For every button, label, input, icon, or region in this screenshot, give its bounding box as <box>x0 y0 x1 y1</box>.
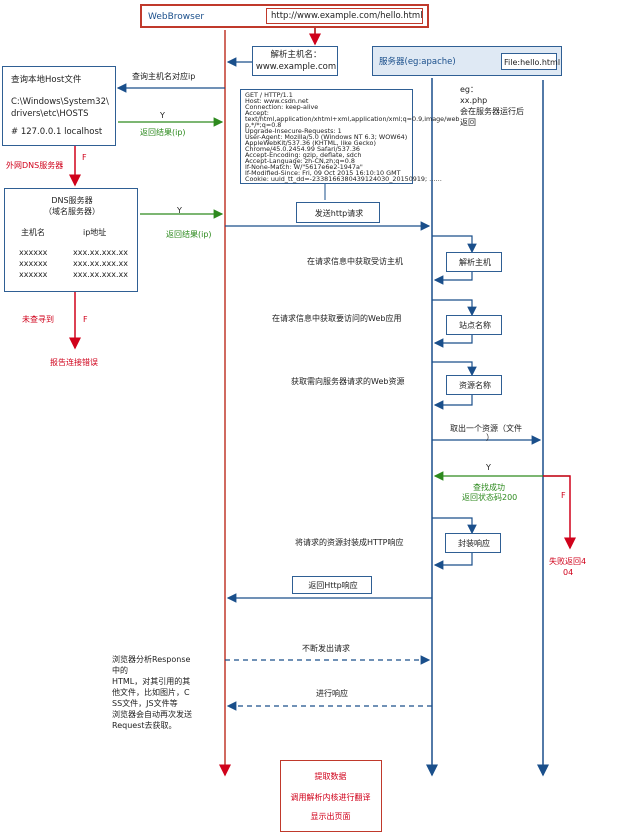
parse-host-step-box: 解析主机 <box>446 252 502 272</box>
step-res-text: 获取需向服务器请求的Web资源 <box>291 377 405 386</box>
parse-host-line2: www.example.com <box>255 62 337 72</box>
http-request-line: GET / HTTP/1.1 <box>245 91 293 99</box>
site-name-box: 站点名称 <box>446 315 502 335</box>
parse-host-box: 解析主机名： www.example.com <box>252 46 338 76</box>
webbrowser-box: WebBrowser http://www.example.com/hello.… <box>140 4 429 28</box>
resource-name-label: 资源名称 <box>459 381 491 390</box>
y-label-3: Y <box>486 463 491 472</box>
report-error-label: 报告连接错误 <box>50 358 98 367</box>
step-app-text: 在请求信息中获取要访问的Web应用 <box>272 314 402 323</box>
dns-title1: DNS服务器 <box>51 196 93 205</box>
server-note-2: xx.php <box>460 96 488 105</box>
file-box: File:hello.html <box>501 53 561 70</box>
http-request-line: text/html,application/xhtml+xml,applicat… <box>245 115 460 123</box>
browser-note-line: 浏览器会自动再次发送 <box>112 710 192 719</box>
http-request-line: Connection: keep-alive <box>245 103 319 111</box>
http-request-line: AppleWebKit/537.36 (KHTML, like Gecko) <box>245 139 376 147</box>
webbrowser-title: WebBrowser <box>148 12 205 22</box>
http-request-line: Chrome/45.0.2454.99 Safari/537.36 <box>245 145 360 153</box>
hosts-entry: # 127.0.0.1 localhost <box>11 127 103 137</box>
dns-title2: （域名服务器） <box>44 207 100 216</box>
query-ip-label: 查询主机名对应ip <box>132 72 196 81</box>
y-label-2: Y <box>177 206 182 215</box>
browser-note-line: Request去获取。 <box>112 721 177 730</box>
return-ip-label-2: 返回结果(ip) <box>166 230 212 239</box>
found-l2: 返回状态码200 <box>462 493 518 502</box>
hosts-path2: drivers\etc\HOSTS <box>11 109 89 119</box>
server-title: 服务器(eg:apache) <box>379 57 456 67</box>
file-label: File:hello.html <box>504 58 561 67</box>
dns-col-ip: ip地址 <box>83 228 107 237</box>
return-ip-label-1: 返回结果(ip) <box>140 128 186 137</box>
dns-row-ip: xxx.xx.xxx.xx <box>73 248 128 257</box>
browser-note-line: HTML，对其引用的其 <box>112 677 191 686</box>
http-request-line: Accept-Language: zh-CN,zh;q=0.8 <box>245 157 355 165</box>
dns-row-host: xxxxxx <box>19 259 48 268</box>
http-request-line: Upgrade-Insecure-Requests: 1 <box>245 127 342 135</box>
step-host-text: 在请求信息中获取受访主机 <box>307 257 403 266</box>
http-request-line: Accept: <box>245 109 269 117</box>
dns-row-host: xxxxxx <box>19 248 48 257</box>
found-l1: 查找成功 <box>473 483 505 492</box>
dns-row-ip: xxx.xx.xxx.xx <box>73 270 128 279</box>
f-label-3: F <box>561 491 566 500</box>
final-l3: 显示出页面 <box>310 812 351 821</box>
dns-row-ip: xxx.xx.xxx.xx <box>73 259 128 268</box>
final-l1: 提取数据 <box>314 772 347 781</box>
wrap-response-box: 封装响应 <box>445 533 501 553</box>
not-found-label: 未查寻到 <box>22 315 54 324</box>
hosts-path1: C:\Windows\System32\ <box>11 97 109 107</box>
fetch-file-l1: 取出一个资源（文件 <box>450 424 522 433</box>
respond-label: 进行响应 <box>316 689 348 698</box>
send-http-box: 发送http请求 <box>296 202 380 223</box>
parse-host-line1: 解析主机名： <box>270 50 322 60</box>
keep-request-label: 不断发出请求 <box>302 644 350 653</box>
final-box: 提取数据 调用解析内核进行翻译 显示出页面 <box>280 760 382 832</box>
external-dns-label: 外网DNS服务器 <box>6 161 64 170</box>
browser-note-line: 浏览器分析Response <box>112 655 191 664</box>
dns-row-host: xxxxxx <box>19 270 48 279</box>
server-box: 服务器(eg:apache) File:hello.html <box>372 46 562 76</box>
f-label-2: F <box>83 315 88 324</box>
http-request-line: p,*/*;q=0.8 <box>245 121 282 129</box>
wrap-response-label: 封装响应 <box>458 539 490 548</box>
http-request-line: User-Agent: Mozilla/5.0 (Windows NT 6.3;… <box>245 133 408 141</box>
return-http-label: 返回Http响应 <box>308 581 358 590</box>
wrap-text: 将请求的资源封装成HTTP响应 <box>295 538 404 547</box>
http-request-line: If-None-Match: W/"5617e6e2-1947a" <box>245 163 363 171</box>
server-note-3: 会在服务器运行后 <box>460 107 524 116</box>
send-http-label: 发送http请求 <box>314 209 364 218</box>
http-request-line: Host: www.csdn.net <box>245 97 309 105</box>
fail-l1: 失败返回4 <box>549 557 587 566</box>
browser-note-line: 中的 <box>112 666 128 675</box>
parse-host-step-label: 解析主机 <box>459 258 491 267</box>
dns-server-box: DNS服务器 （域名服务器） 主机名 ip地址 xxxxxx xxx.xx.xx… <box>4 188 138 292</box>
y-label-1: Y <box>160 111 165 120</box>
dns-col-hostname: 主机名 <box>21 228 45 237</box>
resource-name-box: 资源名称 <box>446 375 502 395</box>
return-http-box: 返回Http响应 <box>292 576 372 594</box>
browser-note-line: 他文件，比如图片，C <box>112 688 190 697</box>
hosts-file-box: 查询本地Host文件 C:\Windows\System32\ drivers\… <box>2 66 116 146</box>
final-l2: 调用解析内核进行翻译 <box>290 793 371 802</box>
http-request-line: Cookie: uuid_tt_dd=-2338166380439124030_… <box>245 175 442 183</box>
http-request-line: If-Modified-Since: Fri, 09 Oct 2015 16:1… <box>245 169 401 177</box>
hosts-title: 查询本地Host文件 <box>11 75 82 85</box>
url-text: http://www.example.com/hello.html <box>271 11 423 21</box>
browser-note-line: SS文件，JS文件等 <box>112 699 178 708</box>
fail-l2: 04 <box>563 568 574 577</box>
fetch-file-l2: ） <box>486 433 494 442</box>
site-name-label: 站点名称 <box>459 321 491 330</box>
f-label-1: F <box>82 153 87 162</box>
http-request-line: Accept-Encoding: gzip, deflate, sdch <box>245 151 362 159</box>
server-note-1: eg： <box>460 85 478 94</box>
url-box: http://www.example.com/hello.html <box>266 8 423 24</box>
server-note-4: 返回 <box>460 118 476 127</box>
